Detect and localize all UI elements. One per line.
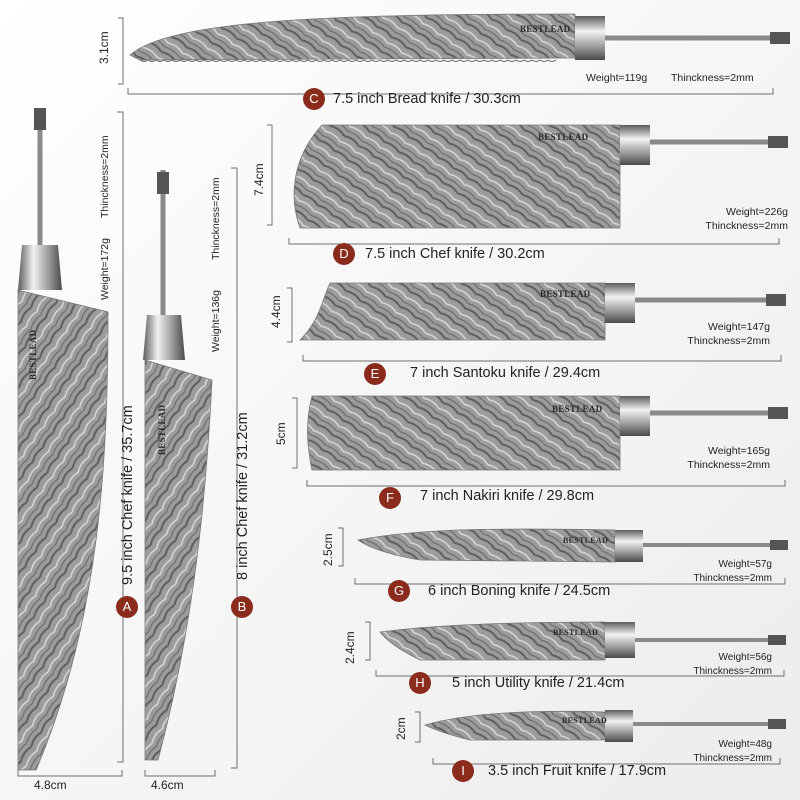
spec-i-thickness: Thinckness=2mm: [693, 752, 772, 764]
spec-a-thickness: Thinckness=2mm: [99, 135, 111, 218]
brand-stamp-d: BESTLEAD: [538, 132, 589, 142]
spec-e: Weight=147g Thinckness=2mm: [687, 320, 770, 348]
knife-a: [17, 108, 109, 771]
spec-h-thickness: Thinckness=2mm: [693, 665, 772, 677]
knife-h: [379, 621, 786, 661]
badge-f: F: [379, 487, 401, 509]
brand-stamp-f: BESTLEAD: [552, 404, 603, 414]
spec-a-weight: Weight=172g: [99, 238, 111, 300]
title-e: 7 inch Santoku knife / 29.4cm: [410, 365, 601, 381]
width-label-e: 4.4cm: [269, 295, 283, 328]
width-label-a: 4.8cm: [34, 778, 67, 792]
title-f: 7 inch Nakiri knife / 29.8cm: [420, 488, 595, 504]
badge-b: B: [231, 596, 253, 618]
title-h: 5 inch Utility knife / 21.4cm: [452, 675, 625, 691]
spec-b-thickness: Thinckness=2mm: [210, 177, 222, 260]
title-c: 7.5 inch Bread knife / 30.3cm: [333, 91, 521, 107]
width-label-i: 2cm: [394, 717, 408, 740]
spec-e-weight: Weight=147g: [708, 321, 770, 333]
spec-i-weight: Weight=48g: [718, 739, 772, 750]
width-label-d: 7.4cm: [252, 163, 266, 196]
spec-f-weight: Weight=165g: [708, 445, 770, 457]
spec-e-thickness: Thinckness=2mm: [687, 335, 770, 348]
title-d: 7.5 inch Chef knife / 30.2cm: [365, 246, 545, 262]
width-label-g: 2.5cm: [321, 533, 335, 566]
knife-i: [423, 710, 786, 742]
brand-stamp-a: BESTLEAD: [28, 329, 38, 380]
badge-i: I: [452, 760, 474, 782]
width-label-b: 4.6cm: [151, 778, 184, 792]
width-label-f: 5cm: [274, 422, 288, 445]
width-label-h: 2.4cm: [343, 631, 357, 664]
brand-stamp-i: BESTLEAD: [562, 716, 608, 725]
title-i: 3.5 inch Fruit knife / 17.9cm: [488, 763, 667, 779]
badge-h: H: [409, 672, 431, 694]
spec-h: Weight=56g Thinckness=2mm: [693, 651, 772, 678]
width-label-c: 3.1cm: [97, 31, 111, 64]
badge-a: A: [116, 596, 138, 618]
knife-g: [356, 528, 788, 563]
badge-e: E: [364, 363, 386, 385]
badge-c: C: [303, 88, 325, 110]
knife-d: [293, 124, 788, 229]
title-b: 8 inch Chef knife / 31.2cm: [235, 412, 251, 580]
knife-f: [307, 395, 788, 471]
spec-d-weight: Weight=226g: [726, 206, 788, 218]
knife-e: [299, 282, 786, 341]
spec-c-thickness: Thinckness=2mm: [671, 72, 754, 84]
brand-stamp-b: BESTLEAD: [157, 404, 167, 455]
spec-h-weight: Weight=56g: [718, 652, 772, 663]
title-a: 9.5 inch Chef knife / 35.7cm: [120, 405, 136, 585]
spec-c-weight: Weight=119g: [586, 72, 648, 84]
dimension-lines: [17, 17, 786, 777]
spec-d-thickness: Thinckness=2mm: [705, 220, 788, 233]
spec-g-thickness: Thinckness=2mm: [693, 572, 772, 584]
brand-stamp-h: BESTLEAD: [553, 628, 599, 637]
badge-g: G: [388, 580, 410, 602]
knife-c: [129, 13, 790, 62]
brand-stamp-e: BESTLEAD: [540, 289, 591, 299]
badge-d: D: [333, 243, 355, 265]
spec-i: Weight=48g Thinckness=2mm: [693, 738, 772, 765]
spec-g: Weight=57g Thinckness=2mm: [693, 558, 772, 585]
knife-b: [143, 170, 213, 761]
spec-g-weight: Weight=57g: [718, 559, 772, 570]
spec-f: Weight=165g Thinckness=2mm: [687, 444, 770, 472]
title-g: 6 inch Boning knife / 24.5cm: [428, 583, 611, 599]
brand-stamp-g: BESTLEAD: [563, 536, 609, 545]
spec-d: Weight=226g Thinckness=2mm: [705, 205, 788, 233]
spec-f-thickness: Thinckness=2mm: [687, 459, 770, 472]
spec-b-weight: Weight=136g: [210, 290, 222, 352]
brand-stamp-c: BESTLEAD: [520, 24, 571, 34]
